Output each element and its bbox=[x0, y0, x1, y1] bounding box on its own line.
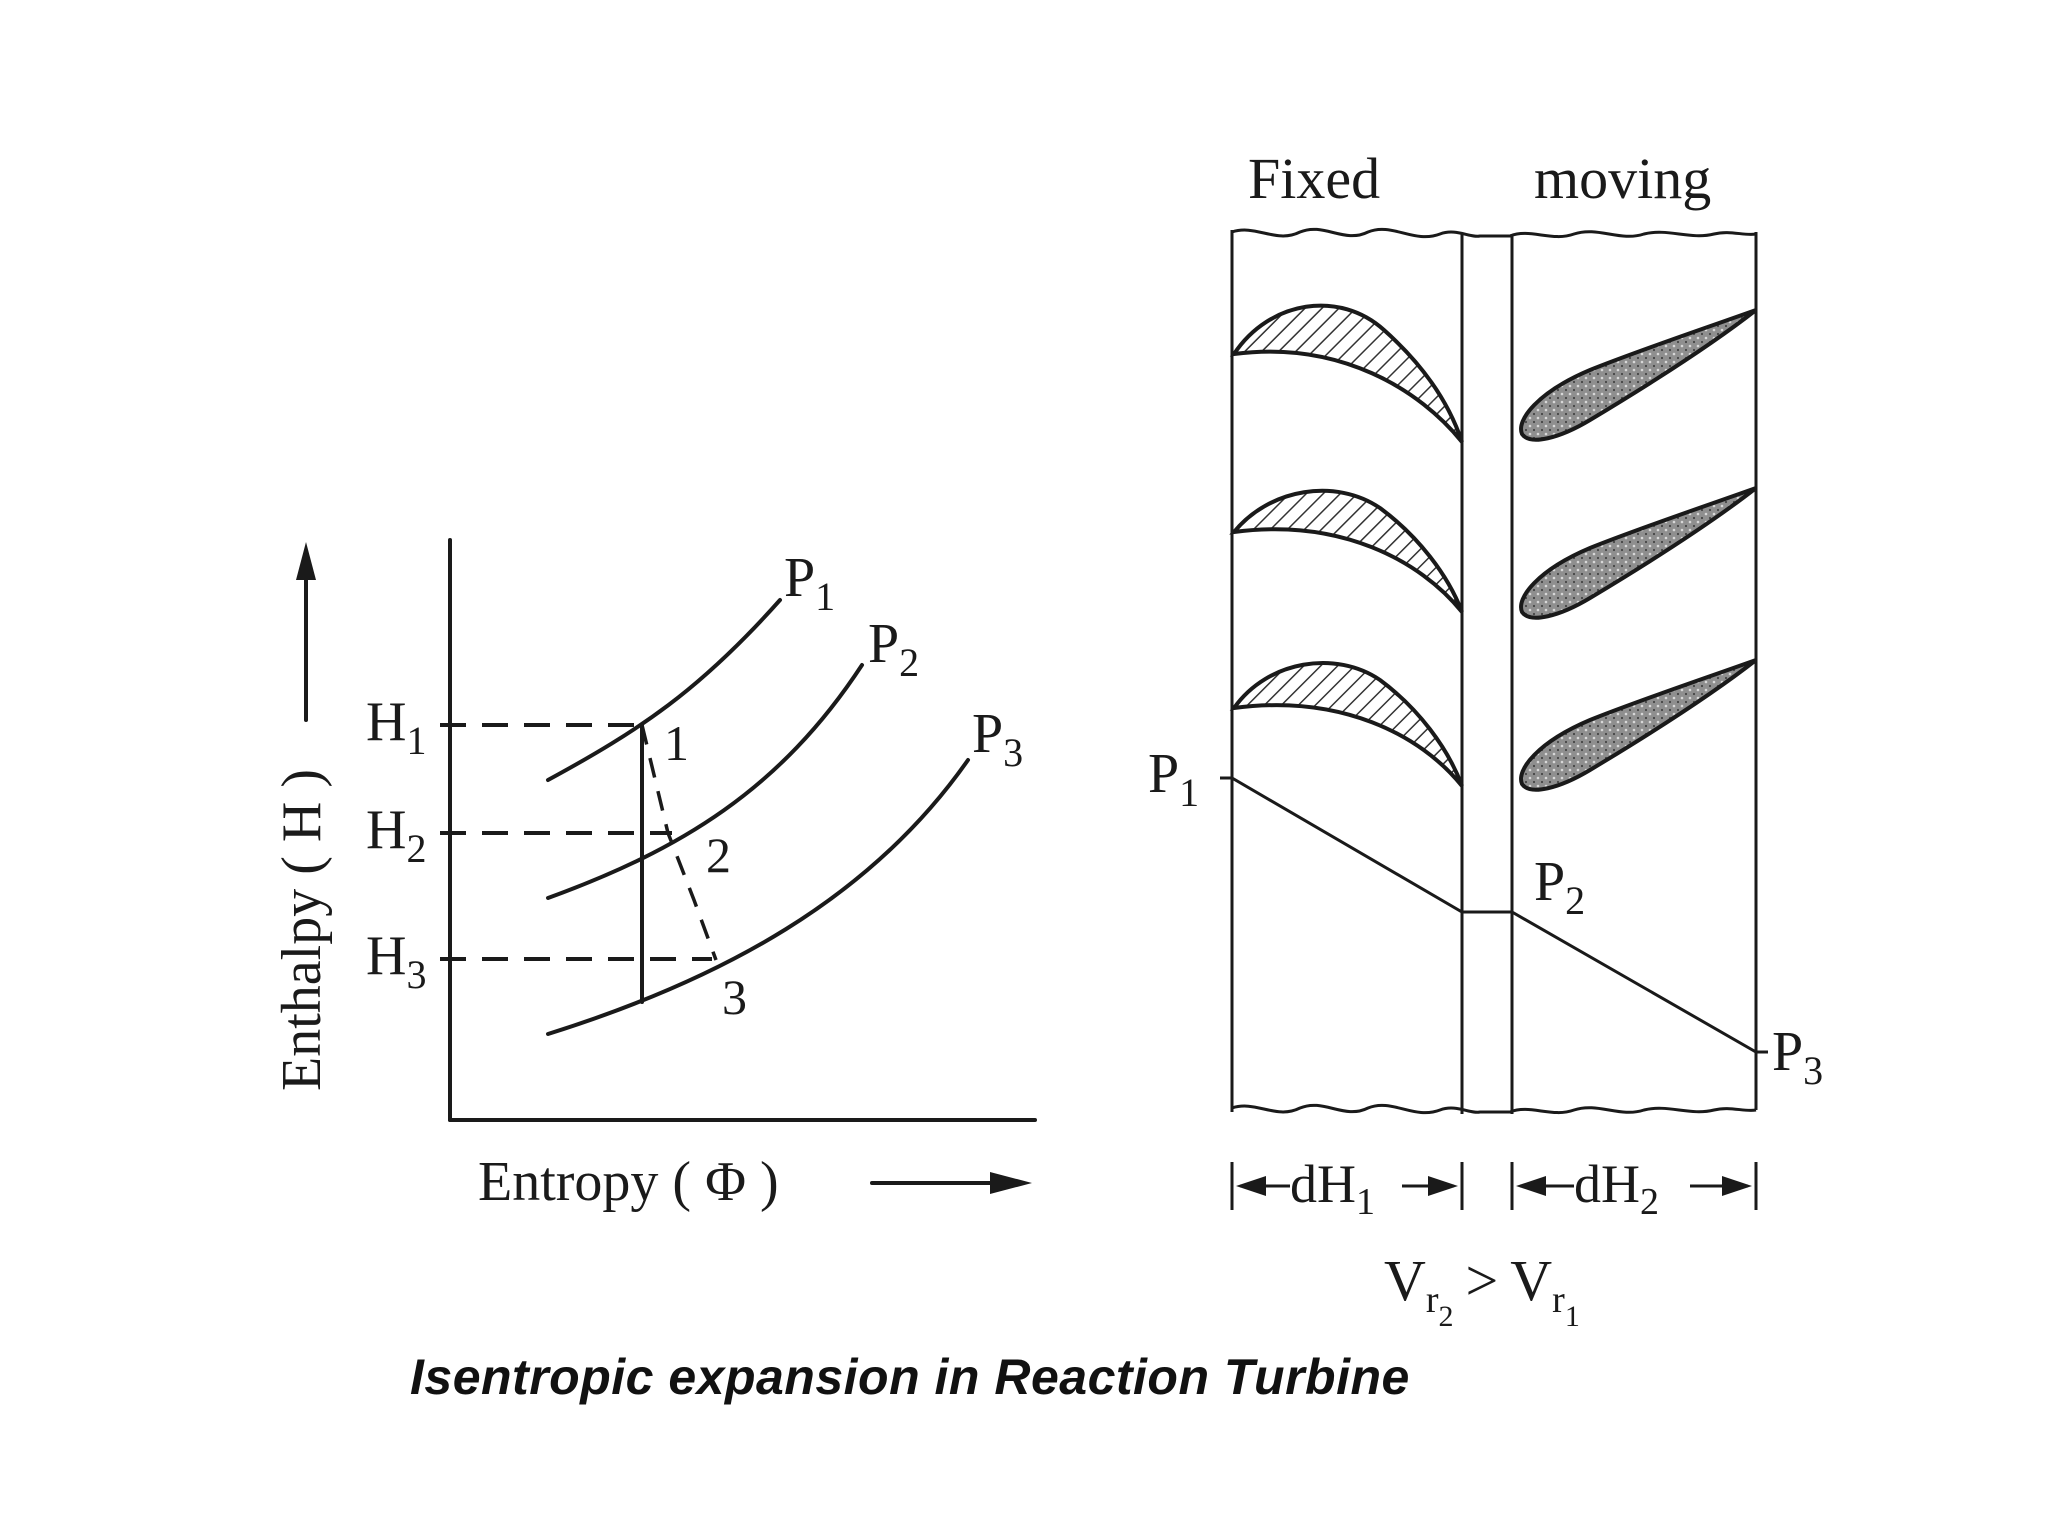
actual-expansion-path bbox=[640, 724, 718, 961]
moving-blades-label: moving bbox=[1534, 146, 1711, 211]
y-axis-label: Enthalpy ( H ) bbox=[271, 769, 333, 1091]
state-point-2: 2 bbox=[706, 827, 731, 883]
dh2-arrowhead-left bbox=[1516, 1176, 1546, 1196]
turbine-p1-label: P1 bbox=[1148, 743, 1199, 815]
x-axis-arrow-head bbox=[990, 1172, 1032, 1194]
p3-curve-label: P3 bbox=[972, 703, 1023, 775]
moving-blade bbox=[1519, 486, 1758, 620]
x-axis-label: Entropy ( Φ ) bbox=[478, 1151, 779, 1213]
p1-pressure-curve bbox=[546, 598, 782, 782]
fixed-blades-label: Fixed bbox=[1248, 146, 1380, 211]
turbine-p3-label: P3 bbox=[1772, 1021, 1823, 1093]
moving-blade bbox=[1519, 308, 1758, 442]
enthalpy-entropy-diagram: Enthalpy ( H ) Entropy ( Φ ) H1 H2 H3 P1… bbox=[271, 538, 1037, 1213]
state-point-3: 3 bbox=[722, 969, 747, 1025]
dh1-label: dH1 bbox=[1290, 1154, 1375, 1223]
turbine-p2-label: P2 bbox=[1534, 851, 1585, 923]
fixed-blade bbox=[1229, 488, 1464, 614]
turbine-stage-diagram: Fixed moving P1 P2 P3 bbox=[1148, 146, 1823, 1333]
dh1-arrowhead-right bbox=[1428, 1176, 1458, 1196]
figure-caption: Isentropic expansion in Reaction Turbine bbox=[410, 1349, 1410, 1405]
dh2-arrowhead-right bbox=[1722, 1176, 1752, 1196]
dh2-label: dH2 bbox=[1574, 1154, 1659, 1223]
pressure-drop-line bbox=[1220, 776, 1768, 1054]
p2-curve-label: P2 bbox=[868, 613, 919, 685]
y-axis-arrow-head bbox=[296, 542, 316, 580]
p3-pressure-curve bbox=[546, 758, 970, 1036]
p2-pressure-curve bbox=[546, 663, 864, 900]
top-wavy-edge bbox=[1231, 227, 1757, 239]
p1-curve-label: P1 bbox=[784, 547, 835, 619]
fixed-blade bbox=[1229, 303, 1464, 444]
state-point-1: 1 bbox=[664, 715, 689, 771]
bottom-wavy-edge bbox=[1231, 1103, 1757, 1115]
velocity-relation: Vr2>Vr1 bbox=[1384, 1248, 1580, 1333]
h2-label: H2 bbox=[366, 799, 426, 871]
h1-label: H1 bbox=[366, 691, 426, 763]
h3-label: H3 bbox=[366, 925, 426, 997]
moving-blade bbox=[1519, 658, 1758, 792]
dh1-arrowhead-left bbox=[1236, 1176, 1266, 1196]
fixed-blade bbox=[1229, 661, 1464, 788]
